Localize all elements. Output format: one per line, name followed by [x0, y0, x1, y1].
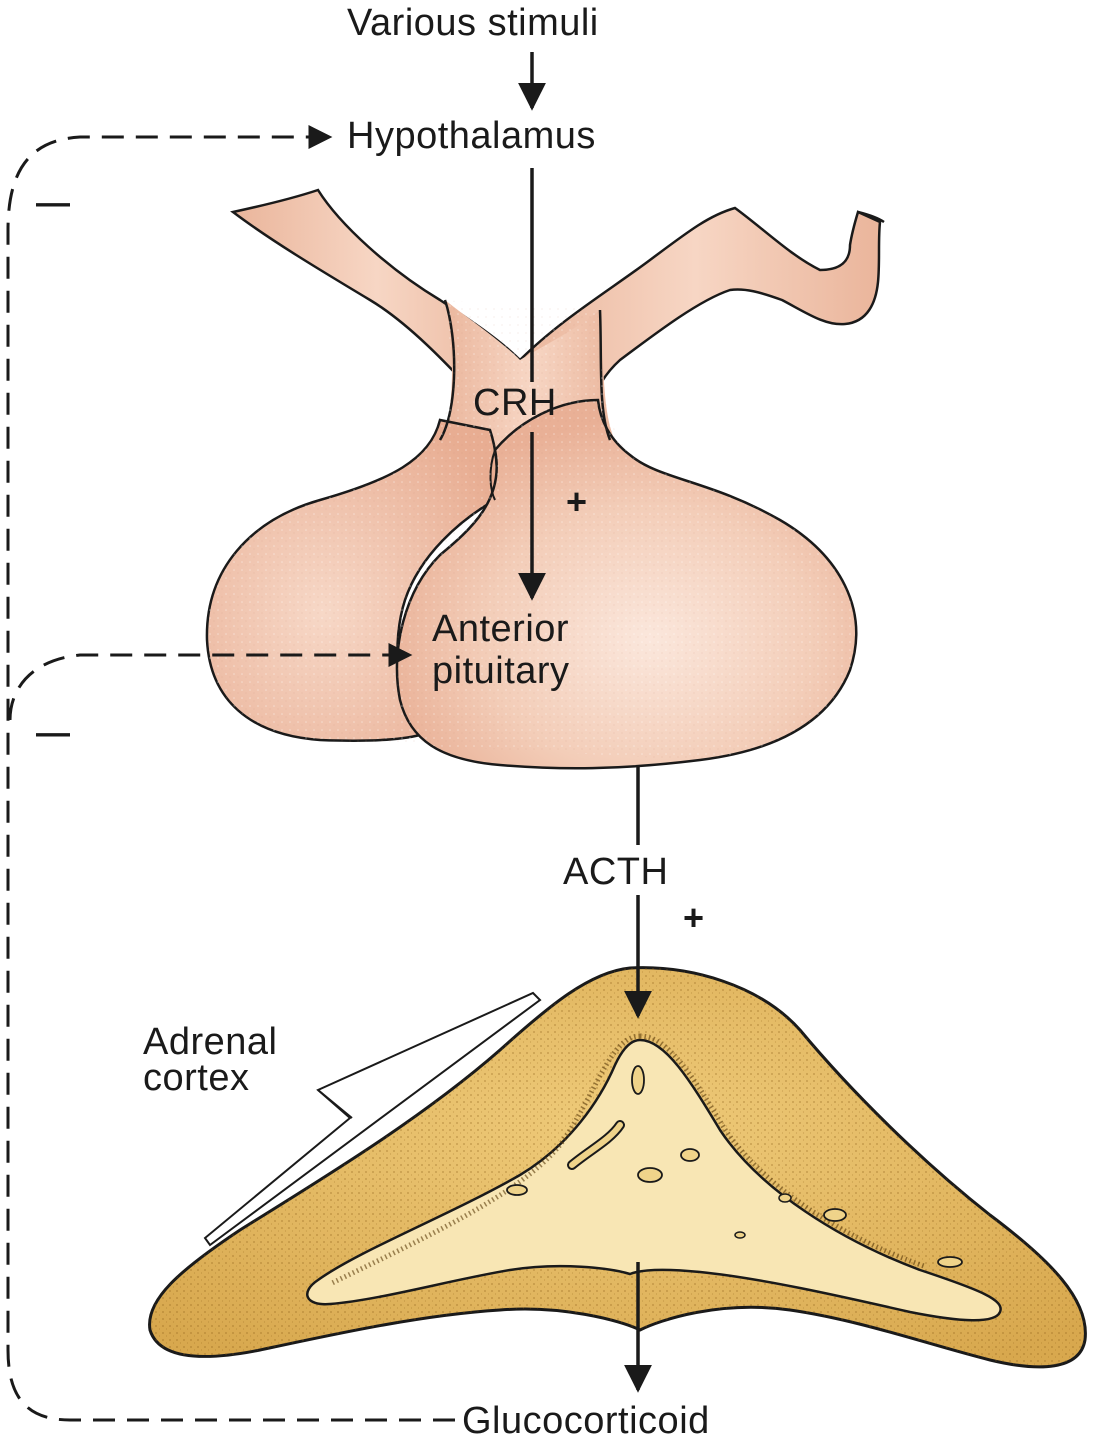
label-pituitary: pituitary	[432, 652, 570, 690]
label-hypothalamus: Hypothalamus	[347, 117, 596, 155]
label-glucocorticoid: Glucocorticoid	[462, 1402, 710, 1440]
minus-sign-pituitary-loop: —	[36, 716, 70, 750]
plus-sign-acth: +	[683, 900, 704, 936]
label-acth: ACTH	[563, 853, 668, 891]
minus-sign-hypothalamus-loop: —	[36, 186, 70, 220]
label-cortex: cortex	[143, 1059, 249, 1097]
label-adrenal: Adrenal	[143, 1023, 277, 1061]
label-anterior: Anterior	[432, 610, 569, 648]
label-crh: CRH	[473, 384, 557, 422]
plus-sign-crh: +	[566, 484, 587, 520]
label-various-stimuli: Various stimuli	[347, 4, 599, 42]
